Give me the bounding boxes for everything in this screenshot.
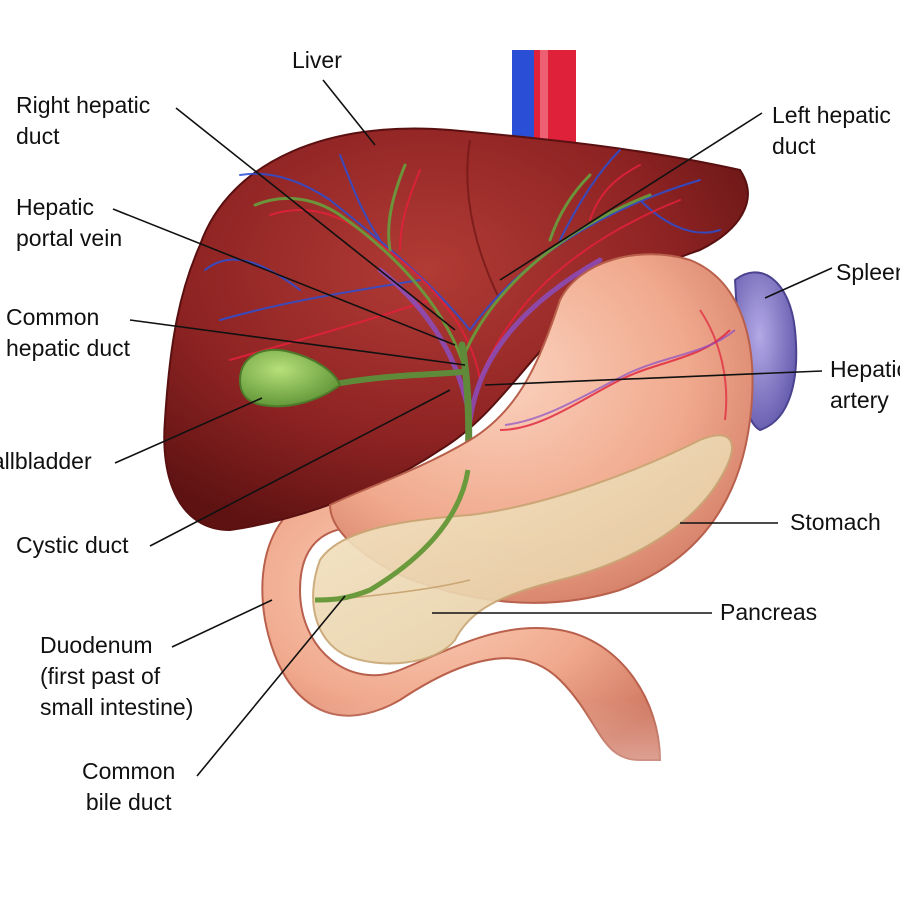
common-bile-duct	[314, 469, 471, 603]
label-hepatic-artery: Hepatic artery	[830, 356, 900, 413]
leader-liver	[322, 79, 376, 146]
label-duodenum: Duodenum (first past of small intestine)	[40, 632, 194, 720]
bottom-fade	[0, 700, 900, 900]
hepatic-vessel-network	[204, 149, 721, 474]
leader-right-hepatic-duct	[175, 107, 456, 331]
label-left-hepatic-duct: Left hepatic duct	[772, 102, 891, 159]
leader-hepatic-artery	[484, 370, 823, 386]
leader-spleen	[764, 267, 833, 299]
leader-lines	[112, 79, 833, 777]
label-cystic-duct: Cystic duct	[16, 532, 129, 558]
label-common-hepatic-duct: Common hepatic duct	[6, 304, 131, 361]
leader-left-hepatic-duct	[499, 112, 763, 281]
leader-common-hepatic-duct	[129, 319, 466, 366]
leader-duodenum	[171, 599, 273, 648]
label-spleen: Spleen	[836, 259, 900, 285]
leader-hepatic-portal-vein	[112, 208, 456, 346]
leader-cystic-duct	[149, 389, 451, 547]
label-common-bile-duct: Common bile duct	[82, 758, 176, 815]
label-right-hepatic-duct: Right hepatic duct	[16, 92, 151, 149]
label-gallbladder: Gallbladder	[0, 448, 92, 474]
leader-common-bile-duct	[196, 595, 346, 777]
label-stomach: Stomach	[790, 509, 881, 535]
leader-gallbladder	[114, 397, 263, 464]
label-pancreas: Pancreas	[720, 599, 818, 625]
label-hepatic-portal-vein: Hepatic portal vein	[16, 194, 123, 251]
label-liver: Liver	[292, 47, 342, 73]
